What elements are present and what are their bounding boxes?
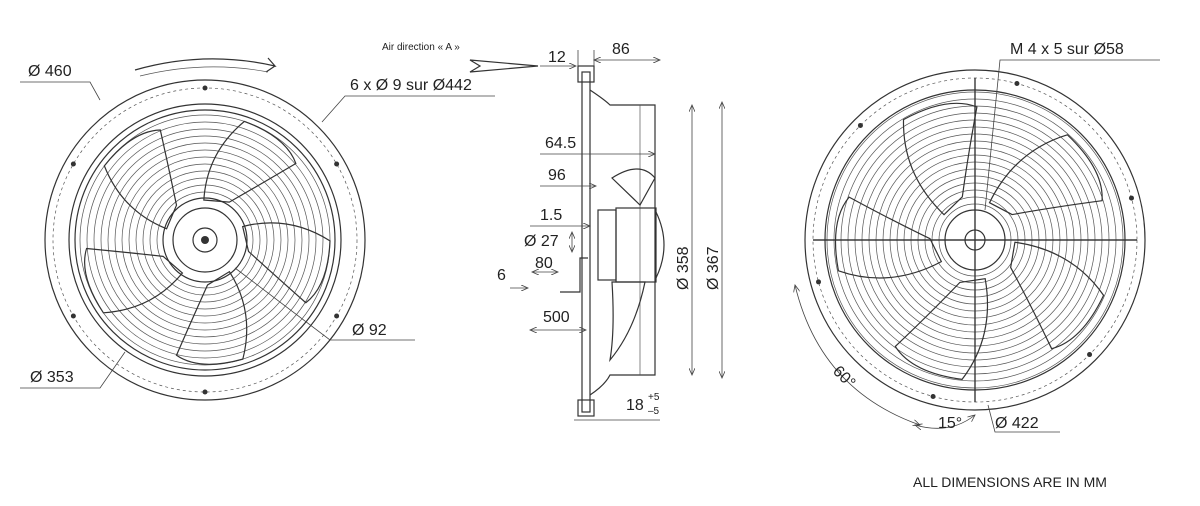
motor-hub	[944, 209, 1006, 271]
label-18: 18	[626, 397, 644, 414]
fan-blade	[834, 196, 943, 279]
side-view	[560, 65, 665, 417]
label-80: 80	[535, 255, 553, 272]
label-diameter-460: Ø 460	[28, 63, 72, 80]
grill-ring	[79, 114, 331, 366]
label-mount-screws: M 4 x 5 sur Ø58	[1010, 41, 1124, 58]
label-tolerance-plus: +5	[648, 392, 660, 403]
d92-leader	[234, 267, 415, 341]
dim-15-arc	[915, 415, 975, 428]
shaft-center	[201, 236, 209, 244]
motor-flange	[597, 209, 617, 281]
mounting-holes	[816, 81, 1134, 399]
outer-flange	[44, 79, 366, 401]
grill-ring	[86, 121, 324, 359]
d353-leader	[20, 351, 126, 389]
venturi-profile	[589, 89, 656, 396]
grill-ring	[149, 184, 261, 296]
fan-blade	[175, 270, 248, 365]
grill-ring	[142, 177, 268, 303]
mounting-hole	[334, 313, 340, 319]
blade-bottom	[609, 281, 646, 363]
fan-blade	[103, 129, 178, 230]
plate-top-lug	[577, 65, 595, 83]
guard-cross-bars-inner	[813, 78, 1137, 402]
mounting-hole	[816, 279, 822, 285]
grill-ring	[93, 128, 317, 352]
hub-inner	[172, 207, 238, 273]
shaft	[964, 229, 986, 251]
motor-cap	[655, 211, 665, 279]
label-diameter-422: Ø 422	[995, 415, 1039, 432]
rotation-arrow-icon	[134, 57, 277, 73]
fan-blade	[988, 134, 1103, 216]
label-1-5: 1.5	[540, 207, 562, 224]
label-angle-15: 15°	[938, 415, 962, 432]
motor-body	[615, 207, 657, 283]
mounting-hole	[202, 85, 208, 91]
label-6: 6	[497, 267, 506, 284]
front-view-outlet	[804, 69, 1146, 411]
label-86: 86	[612, 41, 630, 58]
venturi-inner	[74, 109, 336, 371]
motor-hub	[162, 197, 248, 283]
d460-leader	[20, 81, 101, 101]
label-diameter-27: Ø 27	[524, 233, 559, 250]
label-mounting-holes: 6 x Ø 9 sur Ø442	[350, 77, 472, 94]
fan-blade	[241, 222, 331, 304]
dim-60-arc	[795, 285, 920, 425]
venturi-ring	[68, 103, 342, 377]
d422-leader	[987, 404, 1060, 433]
guard-grill	[79, 114, 331, 366]
label-diameter-367: Ø 367	[705, 246, 722, 290]
label-diameter-358: Ø 358	[675, 246, 692, 290]
mounting-hole	[70, 313, 76, 319]
label-12: 12	[548, 49, 566, 66]
mounting-hole	[1128, 195, 1134, 201]
fan-blade	[1010, 241, 1105, 350]
cable	[560, 257, 588, 293]
label-tolerance-minus: –5	[648, 406, 660, 417]
grill-ring	[128, 163, 282, 317]
mounting-hole	[1087, 352, 1093, 358]
plate-bottom-lug	[577, 399, 595, 417]
label-diameter-92: Ø 92	[352, 322, 387, 339]
label-64-5: 64.5	[545, 135, 576, 152]
grill-ring	[121, 156, 289, 324]
mounting-hole	[202, 389, 208, 395]
holes-leader	[321, 95, 495, 123]
label-500: 500	[543, 309, 570, 326]
mounting-hole	[70, 161, 76, 167]
grill-ring	[114, 149, 296, 331]
grill-ring	[107, 142, 303, 338]
grill-ring	[100, 135, 310, 345]
fan-blades	[834, 102, 1105, 381]
mounting-hole	[857, 122, 863, 128]
fan-blades	[84, 120, 331, 365]
grill-ring	[135, 170, 275, 310]
mounting-plate	[581, 71, 591, 413]
fan-blade	[84, 247, 184, 314]
rotation-arrow-inner	[139, 66, 269, 77]
blade-top	[611, 168, 656, 206]
air-direction-arrow-icon	[469, 59, 539, 73]
fan-blade	[902, 102, 978, 216]
mounting-hole	[930, 393, 936, 399]
shaft	[192, 227, 218, 253]
outer-flange	[804, 69, 1146, 411]
label-air-direction: Air direction « A »	[382, 42, 460, 53]
front-view-inlet	[44, 57, 366, 401]
label-96: 96	[548, 167, 566, 184]
mounting-hole	[1014, 81, 1020, 87]
mounting-hole	[334, 161, 340, 167]
mounting-holes	[70, 85, 340, 395]
label-diameter-353: Ø 353	[30, 369, 74, 386]
mount-leader	[984, 59, 1160, 211]
fan-blade	[203, 120, 297, 203]
dimensions-note: ALL DIMENSIONS ARE IN MM	[913, 474, 1107, 490]
